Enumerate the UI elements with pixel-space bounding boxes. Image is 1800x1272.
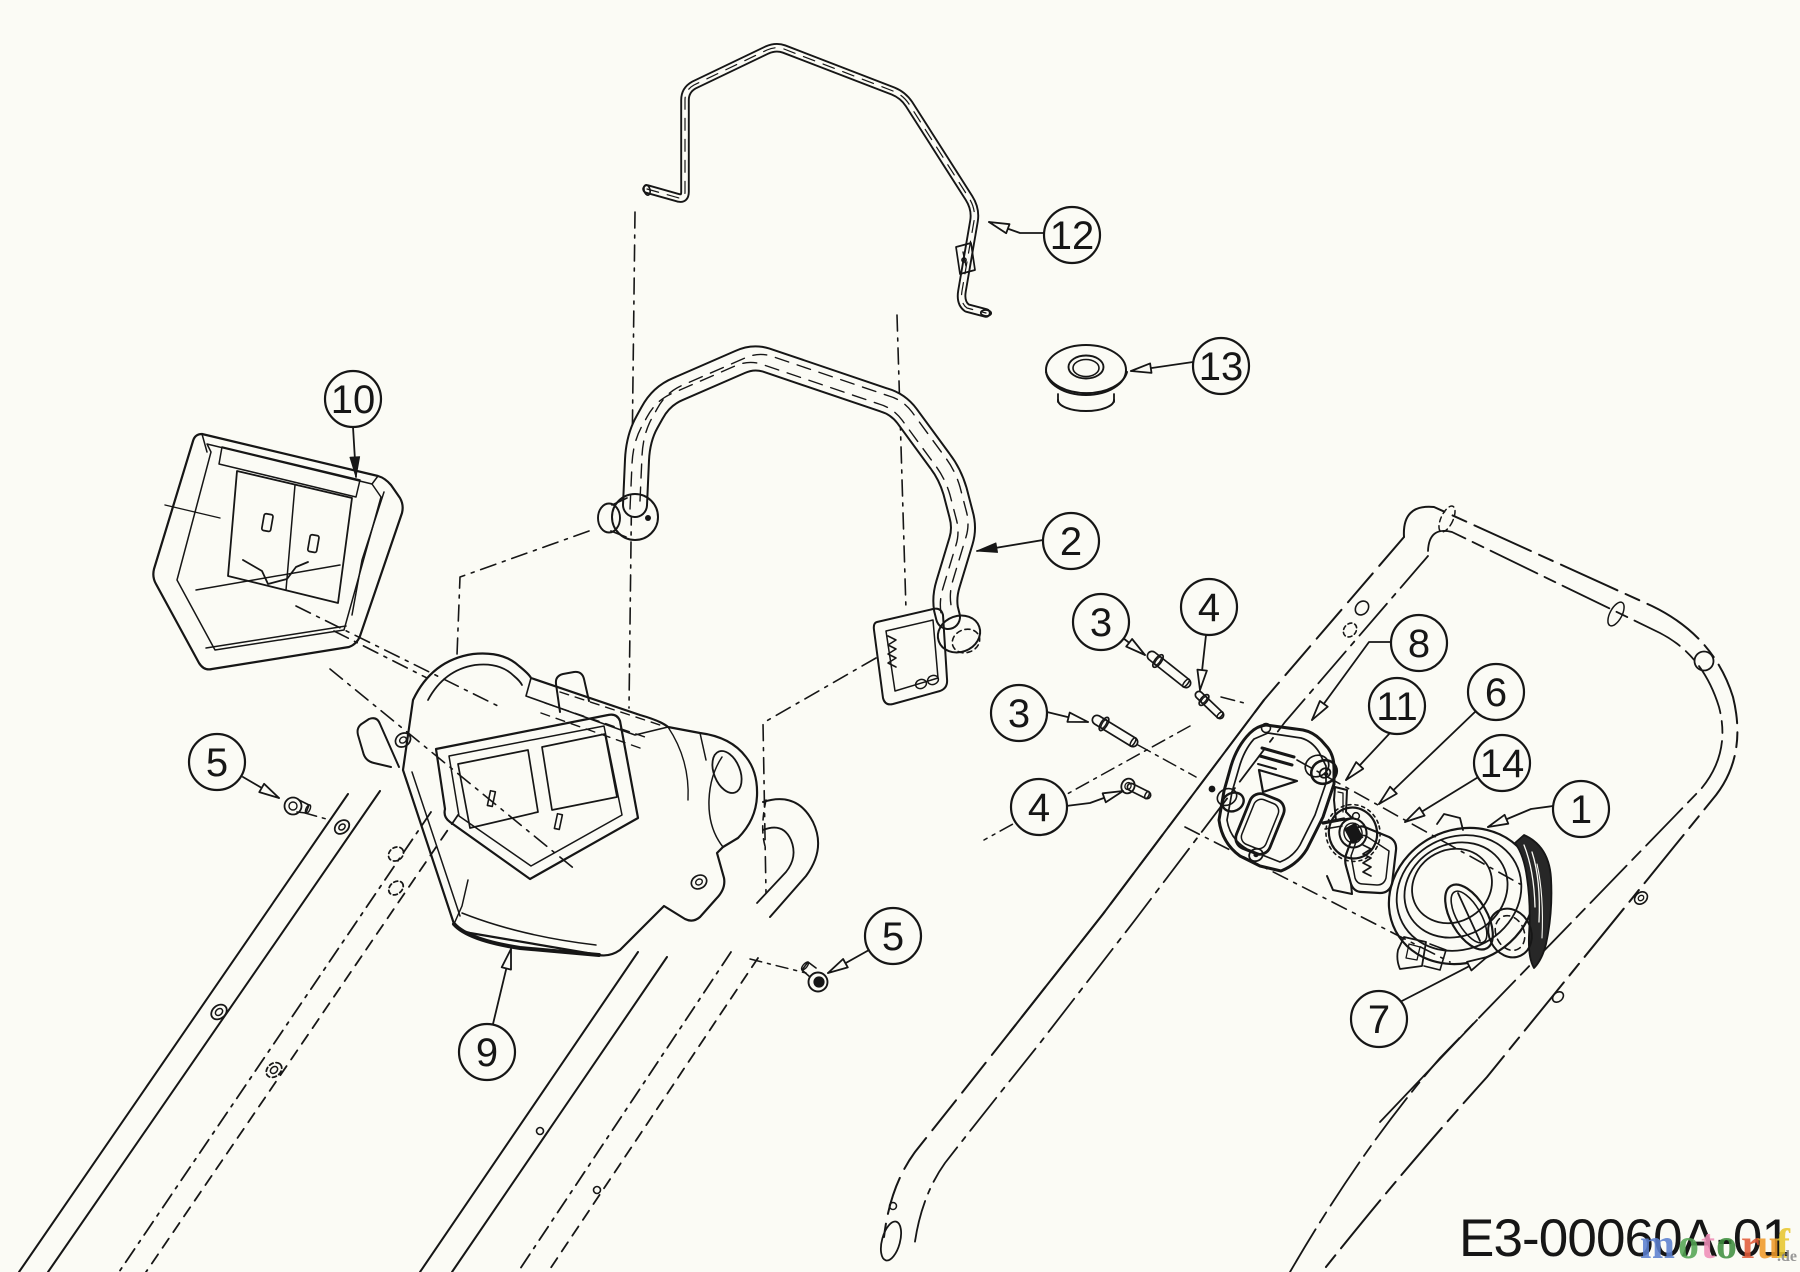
svg-text:o: o	[1678, 1222, 1699, 1268]
svg-text:r: r	[1741, 1222, 1760, 1268]
svg-text:9: 9	[476, 1031, 498, 1075]
svg-text:o: o	[1716, 1222, 1737, 1268]
svg-text:t: t	[1701, 1222, 1715, 1268]
svg-text:13: 13	[1199, 345, 1244, 389]
svg-text:14: 14	[1480, 742, 1525, 786]
svg-text:3: 3	[1090, 601, 1112, 645]
svg-text:1: 1	[1570, 788, 1592, 832]
svg-text:E3-00060A-01: E3-00060A-01	[1459, 1209, 1791, 1268]
svg-text:3: 3	[1008, 692, 1030, 736]
svg-text:4: 4	[1028, 786, 1050, 830]
svg-text:4: 4	[1198, 586, 1220, 630]
svg-text:8: 8	[1408, 622, 1430, 666]
svg-text:m: m	[1640, 1222, 1675, 1268]
svg-text:.de: .de	[1777, 1248, 1797, 1265]
svg-text:u: u	[1757, 1222, 1780, 1268]
svg-text:12: 12	[1050, 214, 1095, 258]
svg-text:6: 6	[1485, 671, 1507, 715]
svg-text:5: 5	[882, 915, 904, 959]
svg-text:10: 10	[331, 378, 376, 422]
svg-text:5: 5	[206, 741, 228, 785]
svg-text:7: 7	[1368, 998, 1390, 1042]
svg-text:11: 11	[1376, 685, 1418, 729]
svg-text:f: f	[1776, 1222, 1791, 1268]
svg-text:2: 2	[1060, 520, 1082, 564]
